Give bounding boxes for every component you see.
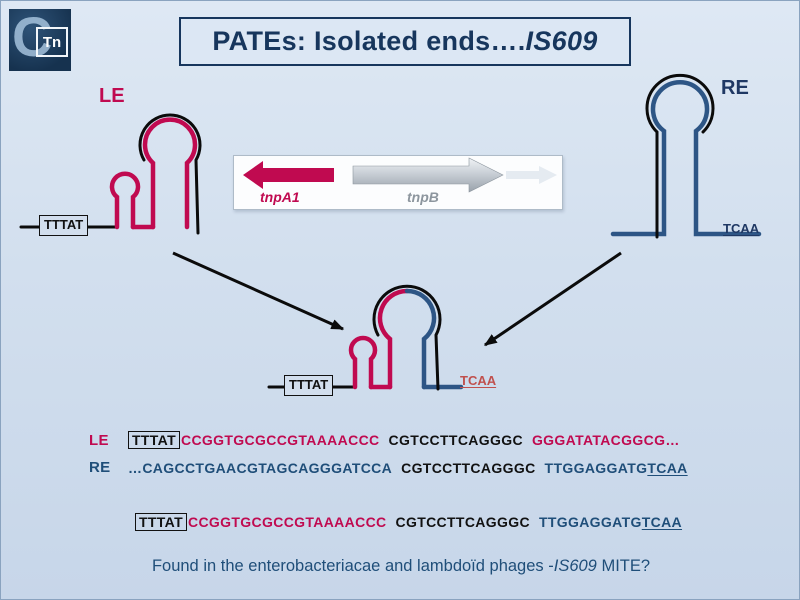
- mite-hairpin-structure: [267, 284, 464, 391]
- le-small-loop: [109, 171, 141, 230]
- mite-big-loop-re-half: [404, 288, 437, 390]
- sequence-row-le-label: LE: [89, 431, 109, 449]
- le-big-loop: [142, 117, 198, 230]
- sequence-re-right-segment: TTGGAGGATG: [544, 459, 648, 476]
- le-to-mite-arrow: [172, 251, 345, 331]
- footer-caption: Found in the enterobacteriacae and lambd…: [1, 557, 799, 576]
- sequence-mite-tcaa-segment: TCAA: [641, 514, 683, 530]
- re-tcaa-label: TCAA: [723, 221, 760, 236]
- logo-c-glyph: C: [12, 5, 53, 68]
- re-structure-label: RE: [721, 77, 749, 99]
- sequence-mite-tttat-box: TTTAT: [135, 513, 187, 531]
- sequence-mite-left-segment: CCGGTGCGCCGTAAAACCC: [188, 514, 387, 530]
- sequence-re-left-segment: …CAGCCTGAACGTAGCAGGGATCCA: [128, 459, 393, 476]
- mite-small-loop: [348, 335, 378, 390]
- le-outer-strand: [138, 113, 202, 235]
- footer-text-post: MITE?: [596, 557, 651, 575]
- sequence-le-left-segment: CCGGTGCGCCGTAAAACCC: [181, 432, 380, 448]
- sequence-le-left-group: TTTAT CCGGTGCGCCGTAAAACCC: [128, 431, 380, 449]
- tnpA1-gene-label: tnpA1: [260, 189, 300, 205]
- re-outer-strand: [645, 73, 715, 239]
- sequence-re-core-segment: CGTCCTTCAGGGC: [401, 459, 536, 476]
- re-to-mite-arrow: [483, 251, 622, 347]
- transposon-gene-map: tnpA1 tnpB: [233, 155, 563, 210]
- footer-text-pre: Found in the enterobacteriacae and lambd…: [151, 557, 554, 575]
- assembly-arrows: [172, 251, 622, 347]
- sequence-le-tttat-box: TTTAT: [128, 431, 180, 449]
- sequence-row-re: RE …CAGCCTGAACGTAGCAGGGATCCA CGTCCTTCAGG…: [89, 459, 688, 476]
- sequence-row-re-label: RE: [89, 459, 111, 476]
- tnpB-gene-label: tnpB: [407, 189, 439, 205]
- le-structure-label: LE: [99, 85, 125, 107]
- re-hairpin: [610, 80, 762, 237]
- mite-big-loop-le-half: [377, 288, 410, 390]
- mite-tttat-box: TTTAT: [284, 375, 334, 396]
- slide-title-text: PATEs: Isolated ends….: [212, 26, 526, 56]
- tn-centre-logo: C Tn: [9, 5, 71, 71]
- sequence-mite-left-group: TTTAT CCGGTGCGCCGTAAAACCC: [135, 513, 387, 531]
- sequence-mite-core-segment: CGTCCTTCAGGGC: [395, 514, 530, 530]
- logo-tn-box: Tn: [36, 27, 68, 57]
- sequence-re-right-group: TTGGAGGATG TCAA: [545, 460, 688, 476]
- mite-outer-strand: [372, 284, 442, 391]
- sequence-re-tcaa-segment: TCAA: [647, 459, 688, 476]
- sequence-le-core-segment: CGTCCTTCAGGGC: [388, 432, 523, 448]
- mite-tcaa-label: TCAA: [460, 373, 497, 388]
- sequence-row-le: LE TTTAT CCGGTGCGCCGTAAAACCC CGTCCTTCAGG…: [89, 431, 680, 449]
- sequence-mite-right-group: TTGGAGGATG TCAA: [539, 514, 682, 530]
- sequence-row-mite: TTTAT CCGGTGCGCCGTAAAACCC CGTCCTTCAGGGC …: [135, 513, 682, 531]
- slide-title-element-name: IS609: [525, 26, 598, 56]
- sequence-le-right-segment: GGGATATACGGCG…: [531, 432, 680, 448]
- slide-title: PATEs: Isolated ends….IS609: [179, 17, 631, 66]
- footer-element-name: IS609: [553, 557, 597, 575]
- le-tttat-box: TTTAT: [39, 215, 89, 236]
- sequence-mite-right-segment: TTGGAGGATG: [538, 514, 642, 530]
